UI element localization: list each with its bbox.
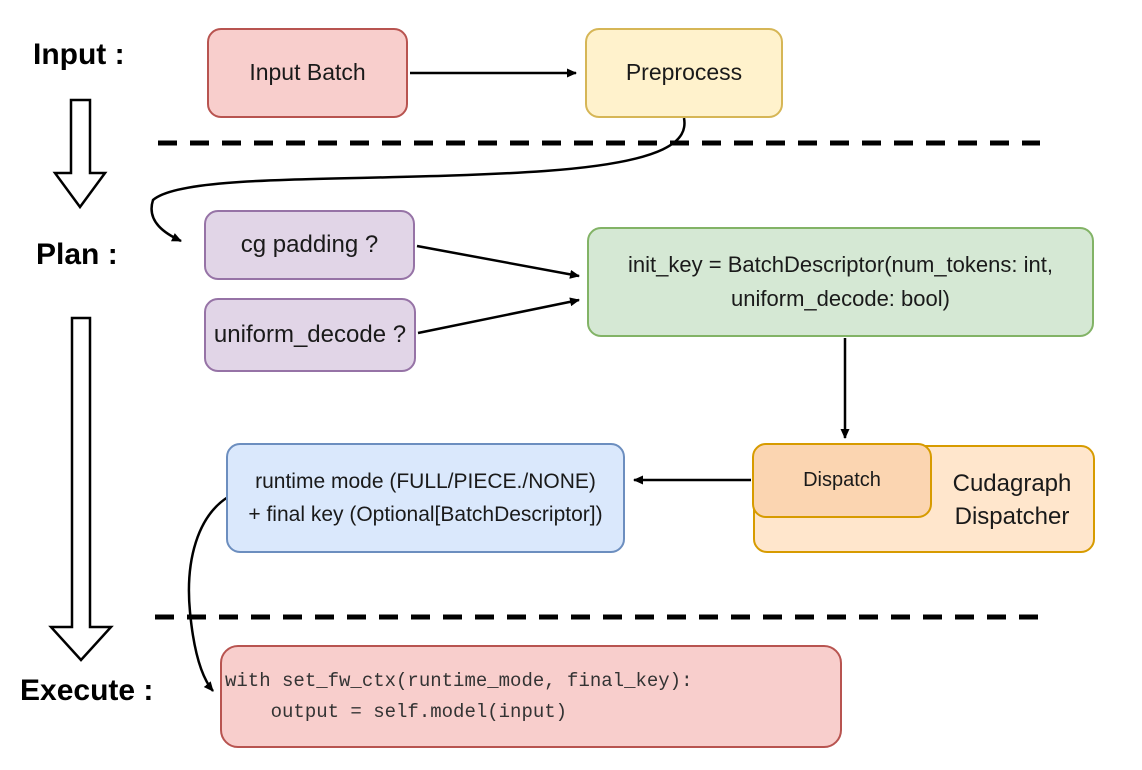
stage-label-input: Input : [33, 38, 125, 71]
dispatcher-title-line1: Cudagraph [952, 470, 1072, 497]
node-preprocess: Preprocess [585, 28, 783, 118]
node-preprocess-label: Preprocess [625, 59, 743, 86]
execute-code-line1: with set_fw_ctx(runtime_mode, final_key)… [225, 669, 693, 692]
arrow-uniformdecode-to-initkey [417, 297, 580, 335]
node-input-batch: Input Batch [207, 28, 408, 118]
stage-label-plan: Plan : [36, 238, 118, 271]
node-init-key-line2: uniform_decode: bool) [731, 286, 950, 311]
node-cg-padding: cg padding ? [204, 210, 415, 280]
stage-label-execute: Execute : [20, 674, 154, 707]
node-uniform-decode: uniform_decode ? [204, 298, 416, 372]
node-cg-padding-label: cg padding ? [240, 230, 379, 258]
node-init-key: init_key = BatchDescriptor(num_tokens: i… [587, 227, 1094, 337]
node-runtime-mode-line2: + final key (Optional[BatchDescriptor]) [248, 503, 603, 526]
node-cudagraph-dispatcher-title: Cudagraph Dispatcher [932, 460, 1092, 540]
node-execute-code: with set_fw_ctx(runtime_mode, final_key)… [220, 645, 842, 748]
dispatcher-title-line2: Dispatcher [954, 503, 1070, 530]
node-init-key-line1: init_key = BatchDescriptor(num_tokens: i… [628, 252, 1053, 277]
input-stage-arrow-icon [52, 98, 108, 210]
node-runtime-mode-line1: runtime mode (FULL/PIECE./NONE) [255, 470, 596, 493]
node-input-batch-label: Input Batch [249, 59, 366, 86]
plan-stage-arrow-icon [48, 316, 114, 662]
node-uniform-decode-label: uniform_decode ? [213, 320, 407, 348]
node-runtime-mode: runtime mode (FULL/PIECE./NONE) + final … [226, 443, 625, 553]
node-dispatch-label: Dispatch [803, 469, 881, 491]
arrow-cgpadding-to-initkey [416, 244, 580, 279]
node-dispatch: Dispatch [752, 443, 932, 518]
execute-code-line2: output = self.model(input) [225, 700, 568, 723]
